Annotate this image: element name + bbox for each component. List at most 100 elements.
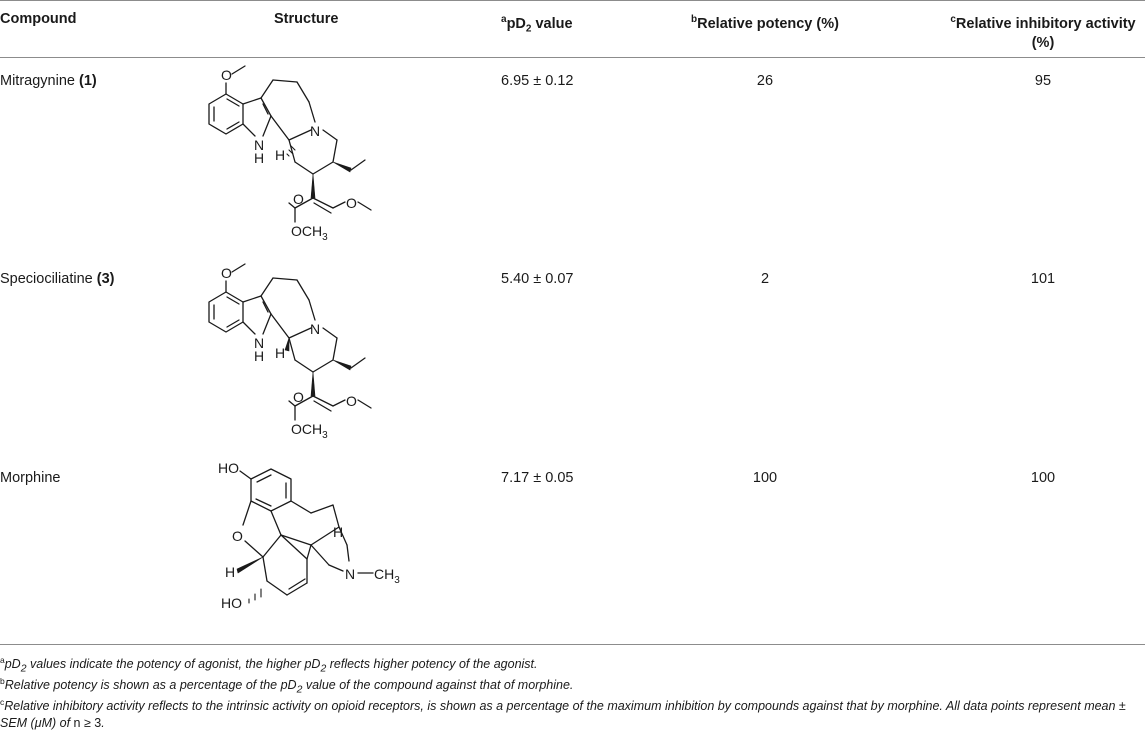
bond [288, 139, 296, 163]
header-relative-inhibitory: cRelative inhibitory activity(%) [950, 14, 1136, 51]
potency-value-mitragynine: 26 [756, 73, 774, 89]
atom-h-indole: H [254, 150, 264, 166]
bond [226, 319, 240, 328]
bond [288, 578, 306, 590]
bond [350, 159, 366, 171]
bond [262, 313, 272, 335]
pd2-value-mitragynine: 6.95 ± 0.12 [501, 73, 574, 89]
wedge-bond [310, 371, 316, 397]
atom-o-enol: O [346, 393, 357, 409]
bond [242, 295, 262, 303]
bond [255, 498, 272, 507]
bond [322, 129, 338, 141]
atom-ho-alcohol: HO [221, 595, 242, 611]
bond [288, 400, 296, 407]
bond [272, 277, 298, 281]
table-top-rule [0, 0, 1145, 1]
bond [346, 544, 350, 562]
potency-value-speciociliatine: 2 [760, 271, 770, 287]
compound-name-speciociliatine: Speciociliatine (3) [0, 271, 115, 287]
bond [296, 81, 310, 103]
atom-och3: OCH3 [291, 223, 328, 243]
bond [244, 540, 264, 558]
footnote-c: cRelative inhibitory activity reflects t… [0, 697, 1126, 731]
bond [260, 295, 272, 315]
atom-h5: H [225, 564, 235, 580]
bond [332, 201, 346, 209]
compound-name-morphine: Morphine [0, 470, 61, 486]
bond [313, 202, 332, 214]
bond [270, 115, 290, 141]
wedge-bond [236, 556, 264, 574]
atom-ho-phenol: HO [218, 460, 239, 476]
bond [242, 321, 256, 335]
bond [332, 399, 346, 407]
bond [288, 129, 312, 141]
header-relative-potency: bRelative potency (%) [691, 14, 839, 32]
bond [357, 399, 372, 409]
bond [357, 201, 372, 211]
bond [260, 277, 274, 297]
bond [226, 296, 240, 305]
bond [312, 359, 334, 373]
bond [256, 474, 272, 483]
hash-bond [290, 145, 296, 151]
atom-h3: H [275, 345, 285, 361]
bond [338, 526, 348, 546]
bond [272, 79, 298, 83]
bond [280, 534, 312, 546]
bond [262, 534, 282, 558]
bond [310, 526, 340, 546]
atom-n-indole: N [254, 335, 264, 351]
bond [328, 564, 344, 572]
inhibitory-value-morphine: 100 [1030, 470, 1056, 486]
inhibitory-value-speciociliatine: 101 [1030, 271, 1056, 287]
bond [332, 139, 338, 163]
bond [280, 534, 308, 560]
bond [294, 359, 314, 373]
bond [270, 313, 290, 339]
bond [294, 395, 314, 407]
bond [350, 357, 366, 369]
atom-o-methoxy: O [221, 67, 232, 83]
bond [312, 161, 334, 175]
structure-morphine: HO O H HO N H CH3 [218, 460, 400, 611]
bond [231, 65, 246, 75]
wedge-bond [284, 337, 290, 352]
bond [310, 544, 330, 566]
atom-o-ether: O [232, 528, 243, 544]
header-compound: Compound [0, 11, 77, 27]
potency-value-morphine: 100 [752, 470, 778, 486]
bond [260, 97, 272, 117]
bond [322, 327, 338, 339]
bond [308, 101, 316, 123]
bond [288, 327, 312, 339]
bond [262, 115, 272, 137]
bond [332, 504, 340, 528]
bond [242, 123, 256, 137]
atom-o-enol: O [346, 195, 357, 211]
pd2-value-morphine: 7.17 ± 0.05 [501, 470, 574, 486]
atom-n-quinolizidine: N [310, 321, 320, 337]
bond [226, 121, 240, 130]
header-pd2: apD2 value [501, 14, 573, 35]
header-bottom-rule [0, 57, 1145, 58]
hash-bond [286, 153, 290, 157]
atom-o-carbonyl: O [293, 389, 304, 405]
bond [226, 98, 240, 107]
atom-o-carbonyl: O [293, 191, 304, 207]
bond [296, 279, 310, 301]
bond [270, 510, 282, 536]
bond [242, 500, 252, 526]
bond [262, 301, 269, 313]
bond [288, 337, 296, 361]
atom-h-indole: H [254, 348, 264, 364]
bond [260, 79, 274, 99]
wedge-bond [332, 161, 352, 173]
bond [288, 202, 296, 209]
bond [332, 337, 338, 361]
bond [312, 197, 334, 209]
wedge-bond [332, 359, 352, 371]
bond [286, 582, 308, 596]
bond [266, 580, 288, 596]
